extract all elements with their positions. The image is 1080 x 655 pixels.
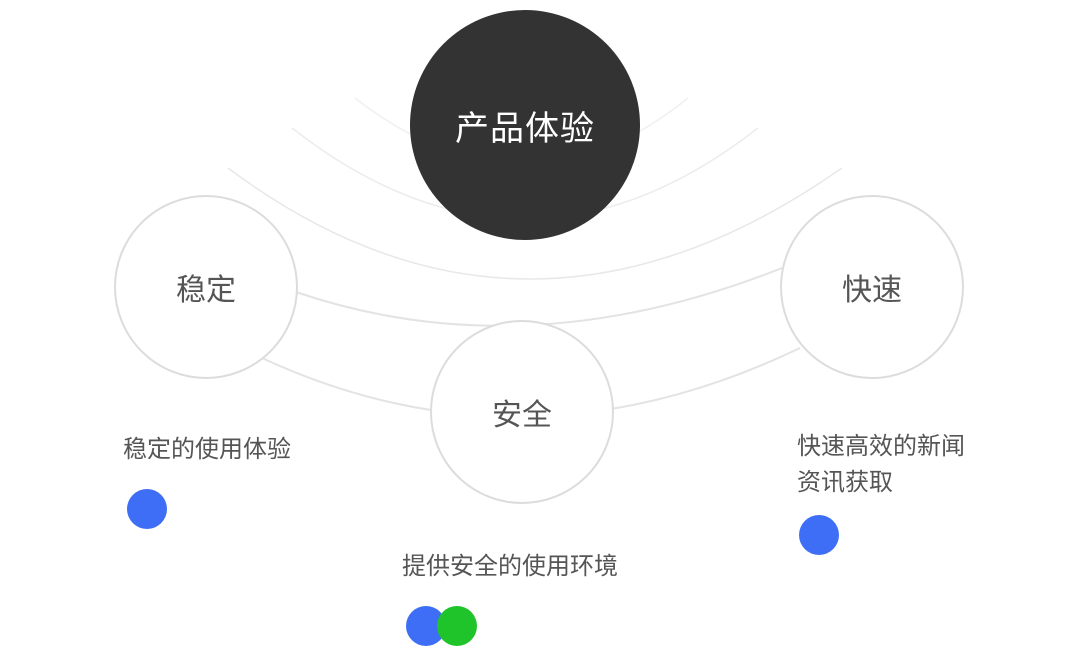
node-fast-label: 快速 [842,273,902,308]
center-circle: 产品体验 [410,10,640,240]
safe-indicator-dot-green [437,606,477,646]
node-stable-description: 稳定的使用体验 [123,435,291,463]
node-safe-label: 安全 [492,398,552,433]
node-stable-label: 稳定 [176,273,236,308]
node-fast-description: 快速高效的新闻资讯获取 [797,432,965,496]
node-safe-description: 提供安全的使用环境 [402,552,618,580]
fast-indicator-dot [799,515,839,555]
node-fast: 快速 [780,195,964,379]
stable-indicator-dot [127,489,167,529]
arc-connector-upper [295,267,783,327]
node-safe: 安全 [430,320,614,504]
arc-outer-faint-3 [227,167,843,280]
center-label: 产品体验 [455,108,595,149]
node-stable: 稳定 [114,195,298,379]
